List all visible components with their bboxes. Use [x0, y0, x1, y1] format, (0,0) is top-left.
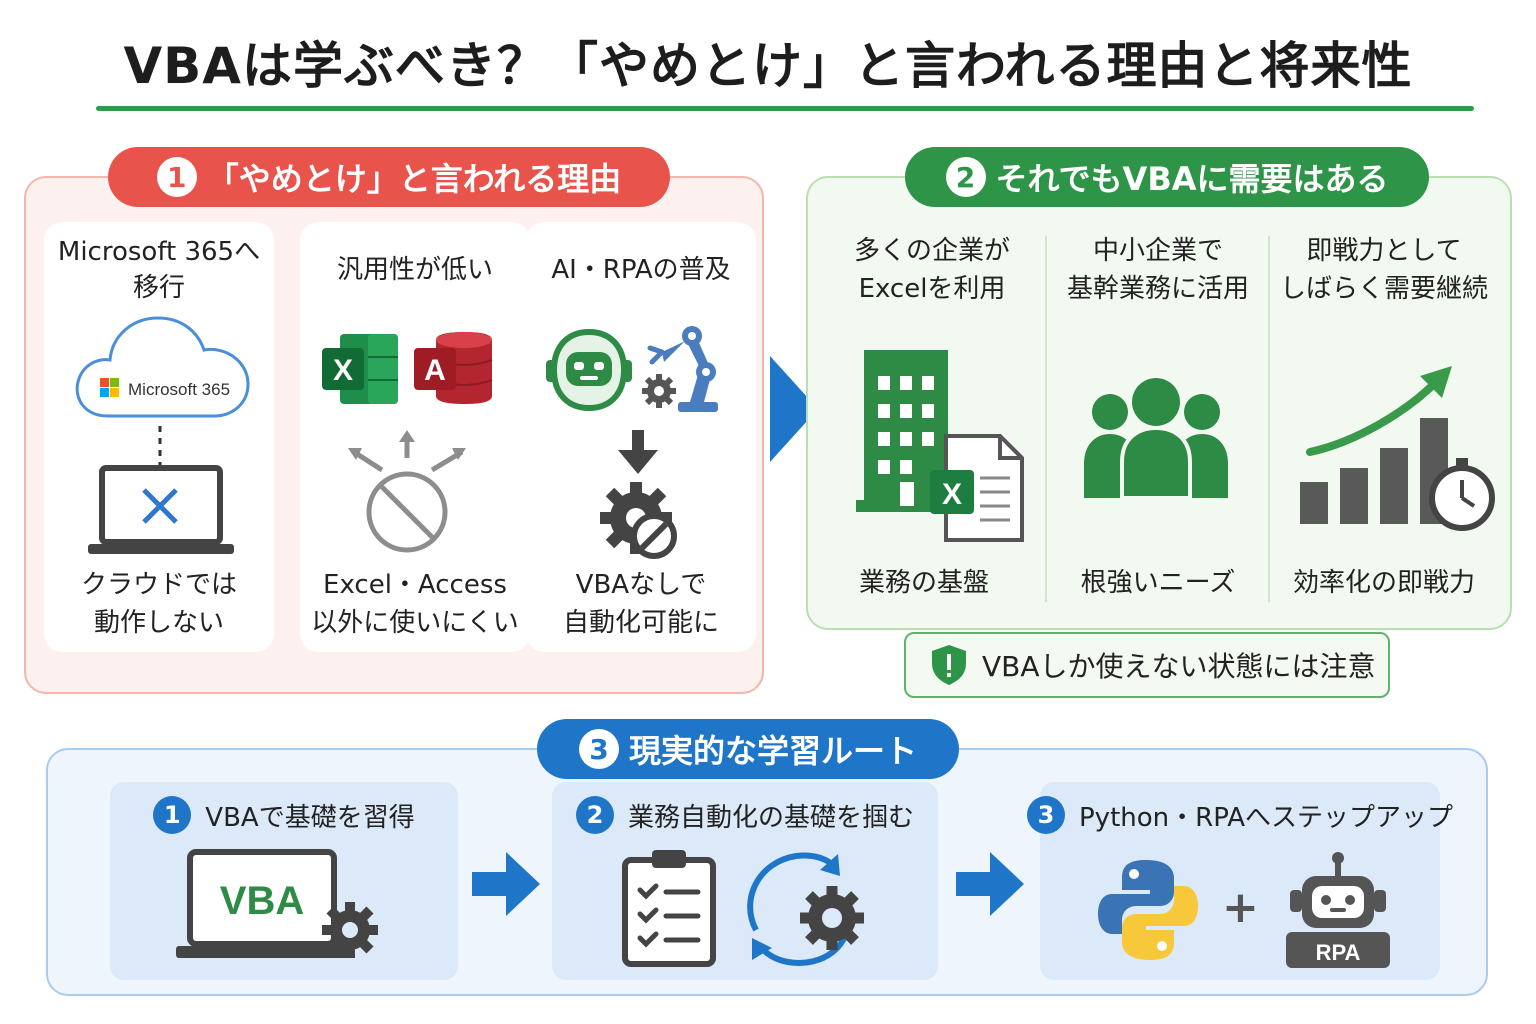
- warning-box: VBAしか使えない状態には注意: [904, 632, 1390, 698]
- demand-column-sme: 中小企業で 基幹業務に活用 根強いニーズ: [1048, 226, 1268, 606]
- rpa-robot-icon: RPA: [1286, 852, 1390, 968]
- blocked-icon: [348, 430, 466, 553]
- reason-card-title: Microsoft 365へ 移行: [57, 237, 261, 303]
- route-step-2: 2 業務自動化の基礎を掴む: [552, 782, 938, 980]
- section-number: 1: [156, 157, 197, 197]
- route-heading: 3 現実的な学習ルート: [537, 719, 959, 779]
- reasons-heading-text: 「やめとけ」と言われる理由: [206, 160, 622, 198]
- demand-column-caption: 効率化の即戦力: [1292, 568, 1475, 598]
- laptop-x-icon: [88, 465, 234, 554]
- reason-card-caption: VBAなしで 自動化可能に: [562, 570, 719, 638]
- demand-column-title: 多くの企業が Excelを利用: [853, 236, 1010, 304]
- down-arrow-icon: [618, 430, 658, 474]
- section-number: 2: [945, 157, 986, 197]
- laptop-gear-icon: VBA: [176, 849, 378, 958]
- shield-icon: [932, 645, 966, 685]
- access-letter: A: [424, 354, 446, 387]
- column-divider: [1268, 236, 1270, 602]
- excel-letter: X: [942, 478, 962, 511]
- plus-sign: +: [1222, 882, 1259, 933]
- robot-arm-icon: [647, 326, 718, 412]
- step-number: 1: [153, 796, 192, 834]
- warning-text: VBAしか使えない状態には注意: [982, 650, 1376, 683]
- robot-icon: [546, 328, 632, 412]
- demand-column-title: 中小企業で 基幹業務に活用: [1066, 236, 1249, 304]
- next-arrow-icon: [770, 356, 818, 462]
- reasons-heading: 1 「やめとけ」と言われる理由: [108, 147, 670, 207]
- people-icon: [1084, 378, 1228, 500]
- step-arrow-icon: [472, 852, 540, 916]
- demand-heading-text: それでもVBAに需要はある: [995, 160, 1389, 198]
- reason-card-caption: クラウドでは 動作しない: [80, 570, 237, 638]
- cloud-label: Microsoft 365: [128, 380, 230, 399]
- route-heading-text: 現実的な学習ルート: [628, 732, 917, 770]
- excel-letter: X: [333, 354, 353, 387]
- reason-card-versatility: 汎用性が低い Excel・Access 以外に使いにくい: [300, 222, 530, 652]
- step-label: 業務自動化の基礎を掴む: [627, 802, 914, 833]
- rpa-label: RPA: [1316, 940, 1361, 965]
- cloud-icon: Microsoft 365: [75, 316, 250, 418]
- section-number: 3: [578, 729, 619, 769]
- step-number: 3: [1027, 796, 1065, 834]
- excel-icon: X: [322, 334, 398, 404]
- checklist-icon: [622, 850, 716, 967]
- demand-heading: 2 それでもVBAに需要はある: [905, 147, 1429, 207]
- reason-card-caption: Excel・Access 以外に使いにくい: [311, 570, 519, 638]
- reason-card-title: AI・RPAの普及: [551, 255, 731, 285]
- title-underline: [96, 106, 1474, 111]
- demand-column-continued: 即戦力として しばらく需要継続 効率化の即戦力: [1274, 226, 1494, 606]
- demand-column-caption: 根強いニーズ: [1080, 568, 1236, 598]
- connector-dashed: [158, 426, 162, 466]
- access-icon: A: [414, 332, 493, 404]
- column-divider: [1045, 236, 1047, 602]
- page-title: VBAは学ぶべき？「やめとけ」と言われる理由と将来性: [123, 37, 1413, 95]
- step-arrow-icon: [956, 852, 1024, 916]
- gear-blocked-icon: [600, 482, 677, 559]
- building-excel-icon: X: [856, 350, 1024, 542]
- reason-card-title: 汎用性が低い: [336, 255, 493, 285]
- vba-screen-text: VBA: [220, 879, 304, 923]
- demand-column-title: 即戦力として しばらく需要継続: [1279, 236, 1488, 304]
- step-label: VBAで基礎を習得: [205, 802, 415, 833]
- demand-column-excel: 多くの企業が Excelを利用 業務の基盤: [822, 226, 1042, 606]
- growth-chart-icon: [1300, 366, 1495, 531]
- demand-column-caption: 業務の基盤: [858, 568, 989, 598]
- step-label: Python・RPAへステップアップ: [1079, 802, 1453, 833]
- cycle-gear-icon: [747, 852, 864, 966]
- reason-card-m365: Microsoft 365へ 移行 クラウドでは 動作しない: [44, 222, 274, 652]
- python-icon: [1098, 860, 1198, 960]
- step-number: 2: [575, 796, 614, 834]
- small-gear-icon: [642, 374, 676, 408]
